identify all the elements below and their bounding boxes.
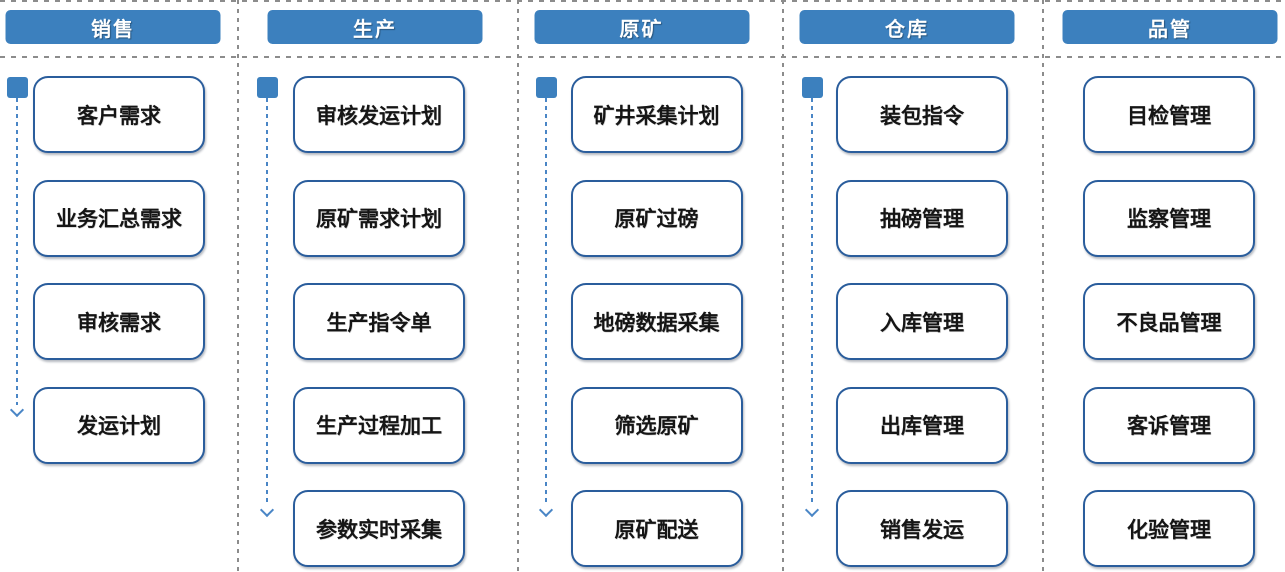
flow-arrow-dashed-line <box>811 98 813 505</box>
column-header: 生产 <box>267 10 483 44</box>
process-box: 不良品管理 <box>1083 283 1255 360</box>
process-box-label: 发运计划 <box>77 415 161 438</box>
column-sales: 销售客户需求业务汇总需求审核需求发运计划 <box>0 0 238 572</box>
process-box: 生产过程加工 <box>293 386 465 464</box>
process-box: 筛选原矿 <box>570 386 743 464</box>
process-box: 抽磅管理 <box>836 179 1008 257</box>
column-raw-ore: 原矿矿井采集计划原矿过磅地磅数据采集筛选原矿原矿配送 <box>518 0 783 572</box>
process-box: 入库管理 <box>836 283 1008 360</box>
process-box: 原矿过磅 <box>570 179 743 257</box>
process-box: 装包指令 <box>836 76 1008 153</box>
process-box-label: 不良品管理 <box>1116 311 1222 335</box>
column-divider-dashed-line <box>517 0 519 572</box>
process-box-label: 抽磅管理 <box>880 208 964 231</box>
process-box: 化验管理 <box>1083 490 1255 567</box>
arrow-down-icon <box>804 502 820 518</box>
process-box: 发运计划 <box>33 386 205 464</box>
column-header: 品管 <box>1062 10 1278 44</box>
column-warehouse: 仓库装包指令抽磅管理入库管理出库管理销售发运 <box>783 0 1043 572</box>
flow-start-square-icon <box>7 77 28 98</box>
process-box: 原矿需求计划 <box>293 179 465 257</box>
process-box: 业务汇总需求 <box>33 179 205 257</box>
column-production: 生产审核发运计划原矿需求计划生产指令单生产过程加工参数实时采集 <box>238 0 518 572</box>
flow-start-square-icon <box>257 77 278 98</box>
process-box: 销售发运 <box>836 490 1008 567</box>
process-box-label: 筛选原矿 <box>614 415 699 438</box>
process-box: 矿井采集计划 <box>570 76 743 153</box>
process-box-label: 装包指令 <box>880 104 964 128</box>
arrow-down-icon <box>9 402 25 418</box>
process-box: 生产指令单 <box>293 283 465 360</box>
process-box: 客诉管理 <box>1083 386 1255 464</box>
process-box-label: 入库管理 <box>880 311 964 335</box>
process-box: 出库管理 <box>836 386 1008 464</box>
flow-start-square-icon <box>802 77 823 98</box>
process-box-label: 业务汇总需求 <box>56 208 182 231</box>
process-box-label: 原矿过磅 <box>614 208 699 231</box>
arrow-down-icon <box>259 502 275 518</box>
process-box-label: 地磅数据采集 <box>593 311 720 335</box>
process-box: 目检管理 <box>1083 76 1255 153</box>
process-box: 地磅数据采集 <box>570 283 743 360</box>
process-box: 审核发运计划 <box>293 76 465 153</box>
process-box-label: 监察管理 <box>1127 208 1211 231</box>
flow-arrow-dashed-line <box>266 98 268 505</box>
process-box-label: 矿井采集计划 <box>593 104 720 128</box>
process-box-list: 目检管理监察管理不良品管理客诉管理化验管理 <box>1083 76 1255 567</box>
process-box: 审核需求 <box>33 283 205 360</box>
process-box-label: 出库管理 <box>880 415 964 438</box>
flow-arrow-dashed-line <box>545 98 547 505</box>
column-header: 销售 <box>5 10 221 44</box>
process-box: 参数实时采集 <box>293 490 465 567</box>
process-box: 客户需求 <box>33 76 205 153</box>
process-box-label: 销售发运 <box>880 518 964 542</box>
top-border-dashed-line <box>0 0 1285 2</box>
process-box-label: 化验管理 <box>1127 518 1211 542</box>
column-divider-dashed-line <box>237 0 239 572</box>
header-separator-dashed-line <box>0 56 1285 58</box>
column-quality-control: 品管目检管理监察管理不良品管理客诉管理化验管理 <box>1043 0 1285 572</box>
process-box: 监察管理 <box>1083 179 1255 257</box>
process-box-list: 审核发运计划原矿需求计划生产指令单生产过程加工参数实时采集 <box>293 76 465 567</box>
column-divider-dashed-line <box>1042 0 1044 572</box>
process-box-label: 审核发运计划 <box>316 104 442 128</box>
column-header: 仓库 <box>799 10 1015 44</box>
column-divider-dashed-line <box>782 0 784 572</box>
process-box-label: 生产过程加工 <box>316 415 442 438</box>
process-box-label: 原矿配送 <box>614 518 699 542</box>
process-box: 原矿配送 <box>570 490 743 567</box>
flow-start-square-icon <box>536 77 557 98</box>
flow-arrow-dashed-line <box>16 98 18 405</box>
process-box-list: 矿井采集计划原矿过磅地磅数据采集筛选原矿原矿配送 <box>570 76 743 567</box>
process-box-label: 生产指令单 <box>326 311 432 335</box>
arrow-down-icon <box>538 502 554 518</box>
process-box-label: 客户需求 <box>77 104 161 128</box>
process-box-label: 客诉管理 <box>1127 415 1211 438</box>
process-box-label: 原矿需求计划 <box>316 208 442 231</box>
process-box-list: 客户需求业务汇总需求审核需求发运计划 <box>33 76 205 464</box>
process-box-list: 装包指令抽磅管理入库管理出库管理销售发运 <box>836 76 1008 567</box>
process-box-label: 参数实时采集 <box>316 518 442 542</box>
column-header: 原矿 <box>534 10 749 44</box>
process-box-label: 目检管理 <box>1127 104 1211 128</box>
process-box-label: 审核需求 <box>77 311 161 335</box>
